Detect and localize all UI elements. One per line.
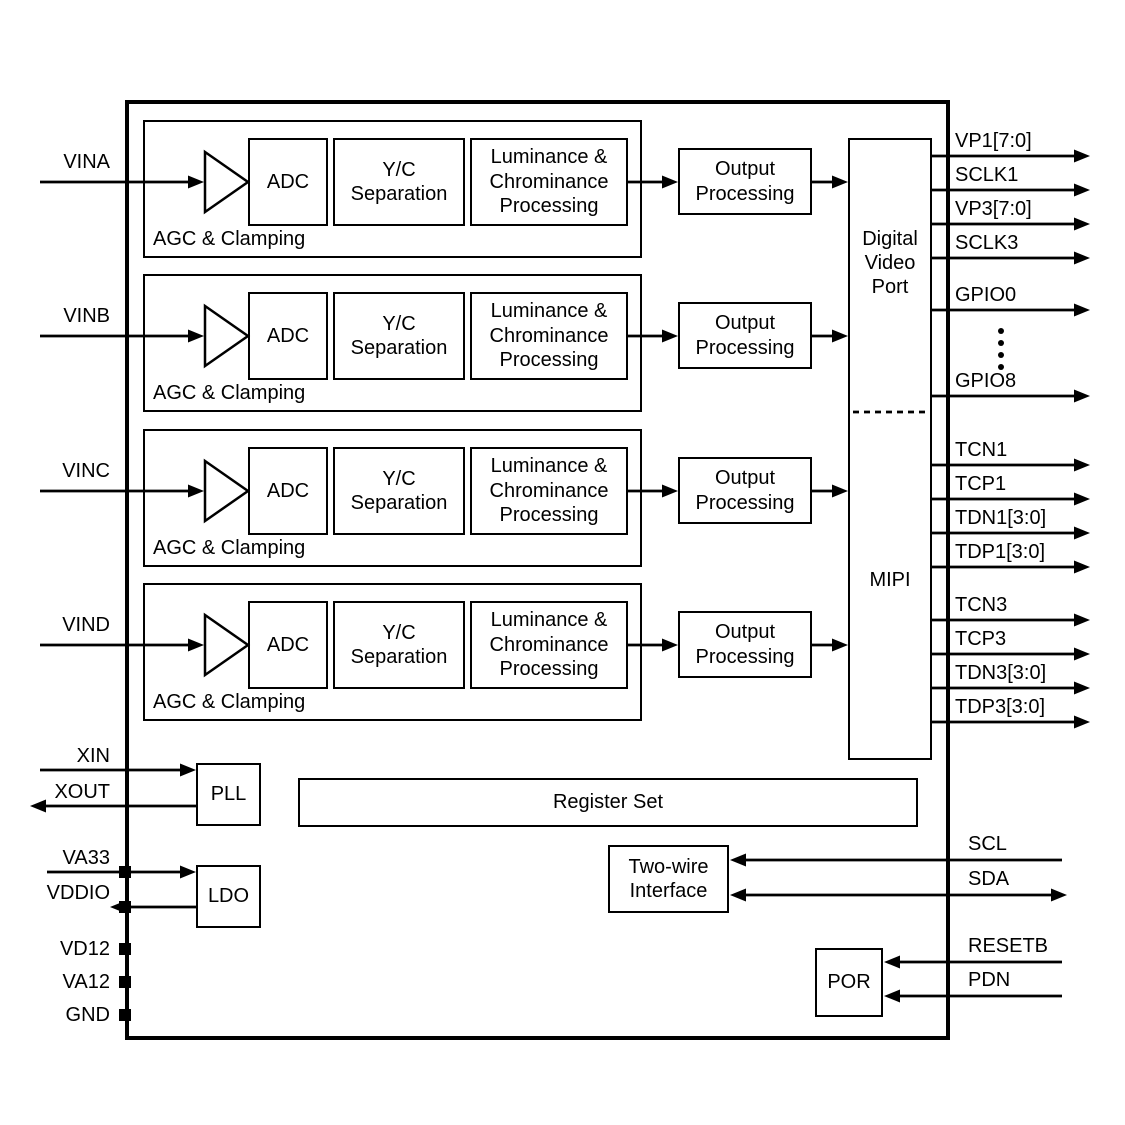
vina-label: VINA	[63, 151, 110, 173]
channel-a-yc-separation-box: Y/C Separation	[333, 138, 465, 226]
tcp3-label: TCP3	[955, 628, 1007, 650]
resetb-label: RESETB	[968, 935, 1049, 957]
channel-a-agc-label: AGC & Clamping	[153, 228, 306, 250]
vd12-label: VD12	[59, 938, 110, 960]
sda-label: SDA	[968, 868, 1010, 890]
vind-label: VIND	[62, 614, 110, 636]
por-box: POR	[815, 948, 883, 1017]
mipi-label: MIPI	[869, 569, 911, 591]
channel-d-yc-separation-box: Y/C Separation	[333, 601, 465, 689]
digital-video-port-box	[848, 138, 932, 760]
ldo-box: LDO	[196, 865, 261, 928]
vinc-label: VINC	[62, 460, 110, 482]
tdn1-label: TDN1[3:0]	[955, 507, 1047, 529]
channel-c-adc-box: ADC	[248, 447, 328, 535]
channel-d-luminance-box: Luminance & Chrominance Processing	[470, 601, 628, 689]
channel-b-agc-label: AGC & Clamping	[153, 382, 306, 404]
gpio8-label: GPIO8	[955, 370, 1017, 392]
scl-label: SCL	[968, 833, 1007, 855]
channel-c-yc-separation-box: Y/C Separation	[333, 447, 465, 535]
channel-c-agc-label: AGC & Clamping	[153, 537, 306, 559]
two-wire-interface-box: Two-wire Interface	[608, 845, 729, 913]
xout-label: XOUT	[54, 781, 110, 803]
channel-a-luminance-box: Luminance & Chrominance Processing	[470, 138, 628, 226]
pll-box: PLL	[196, 763, 261, 826]
channel-d-adc-box: ADC	[248, 601, 328, 689]
va12-label: VA12	[62, 971, 110, 993]
tcp1-label: TCP1	[955, 473, 1007, 495]
sclk3-label: SCLK3	[955, 232, 1019, 254]
channel-a-output-processing-box: Output Processing	[678, 148, 812, 215]
channel-c-luminance-box: Luminance & Chrominance Processing	[470, 447, 628, 535]
channel-b-luminance-box: Luminance & Chrominance Processing	[470, 292, 628, 380]
register-set-box: Register Set	[298, 778, 918, 827]
channel-d-agc-label: AGC & Clamping	[153, 691, 306, 713]
gpio0-label: GPIO0	[955, 284, 1017, 306]
digital-video-port-label: Digital Video Port	[862, 228, 918, 298]
sclk1-label: SCLK1	[955, 164, 1019, 186]
channel-b-yc-separation-box: Y/C Separation	[333, 292, 465, 380]
channel-b-output-processing-box: Output Processing	[678, 302, 812, 369]
channel-c-output-processing-box: Output Processing	[678, 457, 812, 524]
tdp1-label: TDP1[3:0]	[955, 541, 1046, 563]
xin-label: XIN	[76, 745, 110, 767]
tdn3-label: TDN3[3:0]	[955, 662, 1047, 684]
channel-b-adc-box: ADC	[248, 292, 328, 380]
vp1-label: VP1[7:0]	[955, 130, 1032, 152]
vp3-label: VP3[7:0]	[955, 198, 1032, 220]
va33-label: VA33	[62, 847, 110, 869]
gpio-ellipsis-dots	[998, 328, 1004, 370]
vinb-label: VINB	[63, 305, 110, 327]
channel-d-output-processing-box: Output Processing	[678, 611, 812, 678]
gnd-label: GND	[65, 1004, 110, 1026]
vddio-label: VDDIO	[46, 882, 110, 904]
channel-a-adc-box: ADC	[248, 138, 328, 226]
tcn1-label: TCN1	[955, 439, 1008, 461]
pdn-label: PDN	[968, 969, 1011, 991]
tcn3-label: TCN3	[955, 594, 1008, 616]
tdp3-label: TDP3[3:0]	[955, 696, 1046, 718]
